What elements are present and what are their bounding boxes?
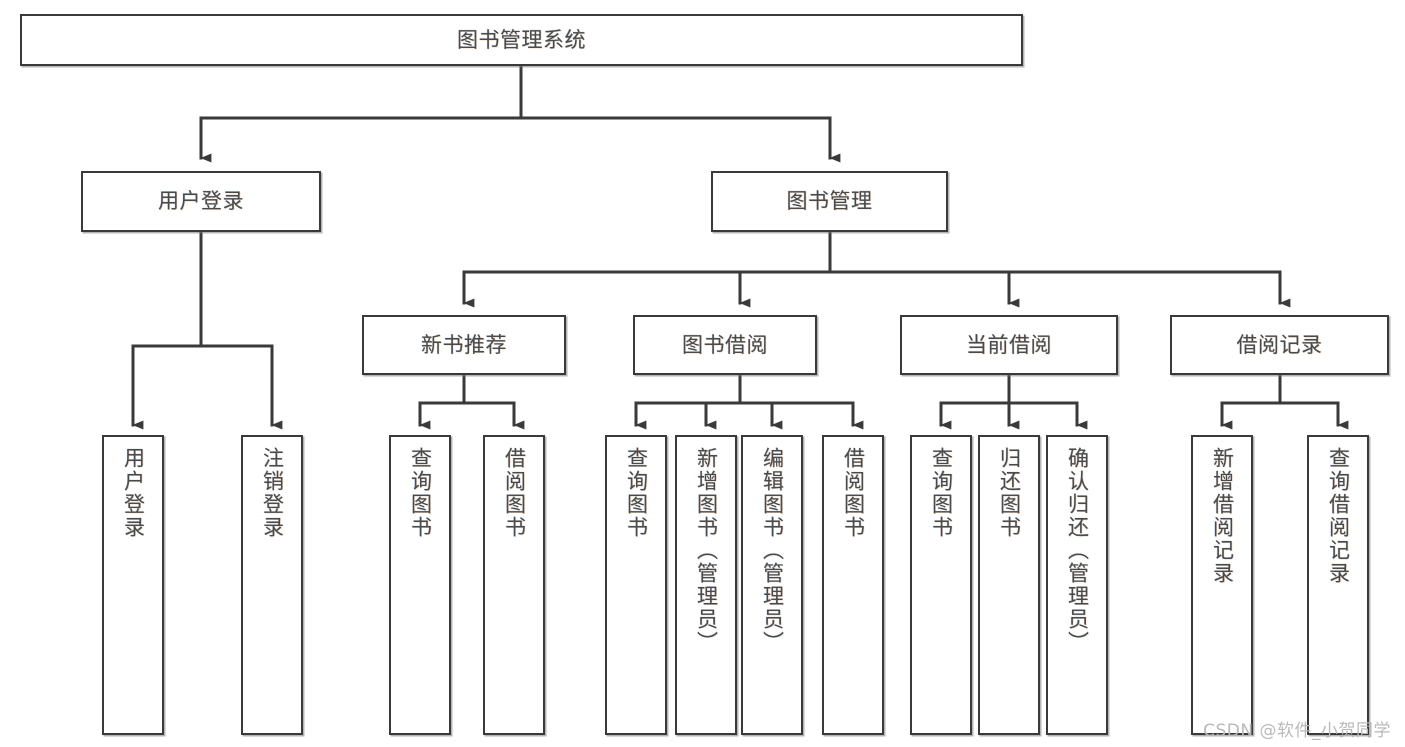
node-leaf-cur-return-label: 归还图书 — [997, 447, 1022, 539]
node-leaf-cur-query[interactable]: 查询图书 — [910, 435, 972, 735]
node-leaf-borrow-lend[interactable]: 借阅图书 — [822, 435, 884, 735]
node-borrow-record-label: 借阅记录 — [1236, 332, 1323, 357]
node-leaf-rec-search[interactable]: 查询借阅记录 — [1307, 435, 1369, 735]
node-borrow-record[interactable]: 借阅记录 — [1170, 315, 1389, 375]
node-leaf-cur-confirm-label: 确认归还（管理员） — [1065, 447, 1090, 654]
node-leaf-borrow-query[interactable]: 查询图书 — [605, 435, 667, 735]
node-leaf-cur-query-label: 查询图书 — [929, 447, 954, 539]
node-leaf-rec-borrow[interactable]: 借阅图书 — [483, 435, 545, 735]
node-leaf-borrow-query-label: 查询图书 — [624, 447, 649, 539]
node-book-borrow-label: 图书借阅 — [682, 332, 768, 357]
node-leaf-borrow-lend-label: 借阅图书 — [841, 447, 866, 539]
node-leaf-rec-add-label: 新增借阅记录 — [1210, 447, 1235, 585]
node-leaf-user-login-label: 用户登录 — [121, 447, 146, 539]
node-leaf-borrow-edit[interactable]: 编辑图书（管理员） — [741, 435, 803, 735]
node-root-label: 图书管理系统 — [457, 27, 586, 52]
node-new-book-rec-label: 新书推荐 — [421, 332, 507, 357]
node-root[interactable]: 图书管理系统 — [20, 14, 1023, 66]
node-user-login[interactable]: 用户登录 — [81, 171, 321, 232]
node-leaf-rec-borrow-label: 借阅图书 — [502, 447, 527, 539]
node-book-manage[interactable]: 图书管理 — [711, 171, 948, 232]
node-leaf-user-logout[interactable]: 注销登录 — [241, 435, 303, 735]
node-leaf-borrow-add[interactable]: 新增图书（管理员） — [675, 435, 737, 735]
node-leaf-rec-search-label: 查询借阅记录 — [1326, 447, 1351, 585]
node-book-manage-label: 图书管理 — [786, 189, 873, 214]
node-user-login-label: 用户登录 — [158, 189, 244, 214]
node-leaf-rec-add[interactable]: 新增借阅记录 — [1191, 435, 1253, 735]
node-book-borrow[interactable]: 图书借阅 — [633, 315, 817, 375]
node-leaf-rec-query[interactable]: 查询图书 — [389, 435, 451, 735]
node-current-borrow[interactable]: 当前借阅 — [900, 315, 1118, 375]
node-new-book-rec[interactable]: 新书推荐 — [362, 315, 566, 375]
node-leaf-borrow-add-label: 新增图书（管理员） — [694, 447, 719, 654]
node-leaf-borrow-edit-label: 编辑图书（管理员） — [760, 447, 785, 654]
node-leaf-rec-query-label: 查询图书 — [408, 447, 433, 539]
node-leaf-user-logout-label: 注销登录 — [260, 447, 285, 539]
node-leaf-user-login[interactable]: 用户登录 — [102, 435, 164, 735]
node-current-borrow-label: 当前借阅 — [966, 332, 1052, 357]
node-leaf-cur-confirm[interactable]: 确认归还（管理员） — [1046, 435, 1108, 735]
node-leaf-cur-return[interactable]: 归还图书 — [978, 435, 1040, 735]
